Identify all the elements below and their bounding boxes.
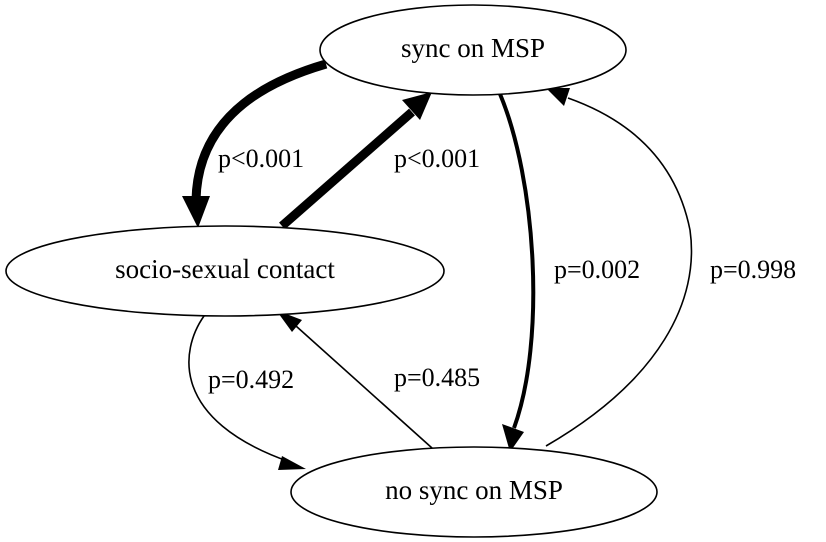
edge-contact-to-sync: p<0.001 <box>279 92 480 230</box>
node-label-nosync: no sync on MSP <box>385 475 563 505</box>
edge-line <box>498 93 536 429</box>
edge-contact-to-nosync: p=0.492 <box>188 315 306 470</box>
edge-line <box>188 315 291 463</box>
edge-label-contact-to-sync: p<0.001 <box>394 144 480 173</box>
edge-nosync-to-contact: p=0.485 <box>276 310 480 449</box>
node-socio-sexual-contact: socio-sexual contact <box>5 225 445 317</box>
node-sync-on-msp: sync on MSP <box>319 4 627 96</box>
arrowhead <box>182 196 210 228</box>
edge-line <box>545 97 693 447</box>
arrowhead <box>278 456 306 470</box>
edge-label-nosync-to-contact: p=0.485 <box>394 363 480 392</box>
arrowhead <box>502 424 524 452</box>
node-ellipse <box>319 4 627 96</box>
edge-label-contact-to-nosync: p=0.492 <box>208 365 294 394</box>
arrowhead <box>276 310 302 332</box>
node-ellipse <box>5 225 445 317</box>
node-label-contact: socio-sexual contact <box>115 254 335 284</box>
arrowhead <box>546 88 570 106</box>
edge-nosync-to-sync: p=0.998 <box>545 88 796 447</box>
node-label-sync: sync on MSP <box>401 33 545 63</box>
edge-label-nosync-to-sync: p=0.998 <box>710 255 796 284</box>
node-no-sync-on-msp: no sync on MSP <box>290 446 658 538</box>
edge-label-sync-to-contact: p<0.001 <box>218 144 304 173</box>
node-ellipse <box>290 446 658 538</box>
arrowhead <box>402 92 432 120</box>
edge-label-sync-to-nosync: p=0.002 <box>554 255 640 284</box>
edge-sync-to-nosync: p=0.002 <box>498 93 640 452</box>
edge-line <box>279 108 415 230</box>
edge-sync-to-contact: p<0.001 <box>182 59 328 228</box>
edge-line <box>191 59 328 201</box>
edge-line <box>295 325 433 449</box>
